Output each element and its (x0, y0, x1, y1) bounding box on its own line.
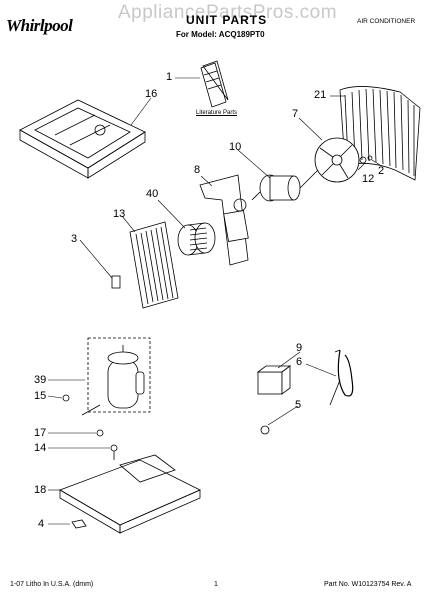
footer-part-number: Part No. W10123754 Rev. A (324, 581, 412, 588)
callout-1: 1 (166, 71, 173, 83)
base-plate-drawing (59, 454, 201, 534)
callout-5: 5 (295, 399, 302, 411)
heater-drawing (260, 349, 354, 435)
capacitor-drawing (256, 365, 292, 395)
footer-litho: 1-07 Litho In U.S.A. (dmm) (10, 581, 94, 588)
callout-9: 9 (296, 342, 303, 354)
callout-2: 2 (378, 165, 385, 177)
motor-bracket-drawing (199, 174, 249, 266)
fan-motor-drawing (251, 169, 319, 202)
callout-12: 12 (362, 173, 375, 185)
category-label: AIR CONDITIONER (357, 18, 416, 25)
screws-drawing (71, 429, 118, 529)
callout-13: 13 (113, 208, 126, 220)
literature-parts-label: Literature Parts (196, 110, 238, 116)
compressor-drawing (62, 337, 151, 416)
base-pan-drawing (19, 99, 146, 179)
footer-page-number: 1 (214, 581, 218, 588)
callout-39: 39 (34, 374, 47, 386)
evaporator-coil-drawing (111, 221, 179, 309)
whirlpool-logo: Whirlpool (6, 16, 73, 35)
literature-parts-drawing (200, 60, 229, 108)
callout-17: 17 (34, 427, 47, 439)
watermark: AppliancePartsPros.com (118, 2, 338, 23)
callout-40: 40 (146, 188, 159, 200)
model-label: For Model: ACQ189PT0 (176, 30, 265, 39)
callout-14: 14 (34, 442, 47, 454)
callout-4: 4 (38, 518, 45, 530)
leader-lines (47, 77, 381, 525)
callout-16: 16 (145, 88, 158, 100)
callout-10: 10 (229, 141, 242, 153)
callout-3: 3 (71, 233, 78, 245)
callout-18: 18 (34, 484, 47, 496)
callout-7: 7 (292, 108, 299, 120)
callout-8: 8 (194, 164, 201, 176)
callout-21: 21 (314, 89, 327, 101)
blower-wheel-drawing (177, 222, 216, 256)
callout-6: 6 (296, 356, 303, 368)
condenser-coil-drawing (339, 86, 421, 181)
page-title: UNIT PARTS (186, 13, 268, 27)
callout-15: 15 (34, 390, 47, 402)
condenser-fan-drawing (314, 137, 373, 183)
